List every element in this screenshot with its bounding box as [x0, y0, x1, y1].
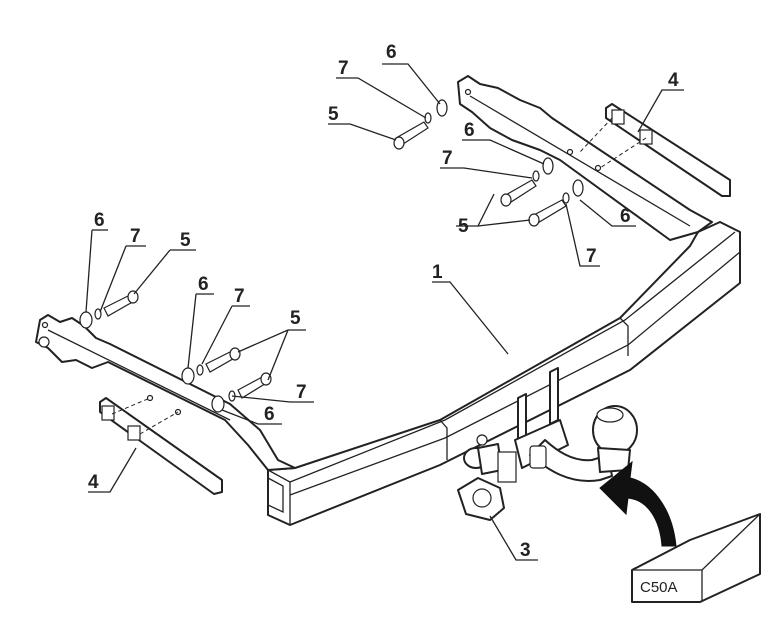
label-lock-washer-mid-right: 7 — [442, 148, 453, 169]
leader-lines — [85, 63, 684, 561]
label-bolt-left: 5 — [180, 230, 191, 251]
curved-arrow-icon — [599, 460, 677, 547]
label-lock-washer-right: 7 — [586, 246, 597, 267]
label-bolt-mid-right: 5 — [458, 216, 469, 237]
left-bracket — [99, 397, 223, 495]
label-beam: 1 — [432, 262, 443, 283]
label-lock-washer-top: 7 — [338, 58, 349, 79]
model-box-label: C50A — [640, 579, 678, 596]
fasteners-upper — [393, 99, 584, 227]
label-washer-mid-right: 6 — [464, 120, 475, 141]
label-washer-top: 6 — [386, 42, 397, 63]
label-washer-right: 6 — [620, 206, 631, 227]
callout-labels: 7 6 5 6 7 5 6 7 4 1 6 7 5 6 7 5 7 6 4 3 — [88, 42, 679, 561]
right-bracket — [579, 103, 731, 197]
tow-ball — [514, 367, 638, 482]
fasteners-left — [79, 290, 272, 413]
label-lock-washer-left: 7 — [130, 226, 141, 247]
left-side-arm — [35, 314, 296, 471]
label-bracket-left: 4 — [88, 472, 99, 493]
label-washer-left: 6 — [94, 210, 105, 231]
label-bracket-right: 4 — [668, 70, 679, 91]
cross-beam — [267, 221, 741, 526]
label-lock-washer-lower-left: 7 — [296, 382, 307, 403]
socket — [457, 434, 517, 521]
label-washer-lower-left: 6 — [264, 404, 275, 425]
label-lock-washer-mid-left: 7 — [234, 286, 245, 307]
label-bolt-top: 5 — [328, 104, 339, 125]
label-washer-mid-left: 6 — [198, 274, 209, 295]
right-side-arm — [457, 75, 713, 241]
model-box: C50A — [631, 513, 761, 603]
label-bolt-mid-left: 5 — [290, 308, 301, 329]
label-socket: 3 — [520, 540, 531, 561]
